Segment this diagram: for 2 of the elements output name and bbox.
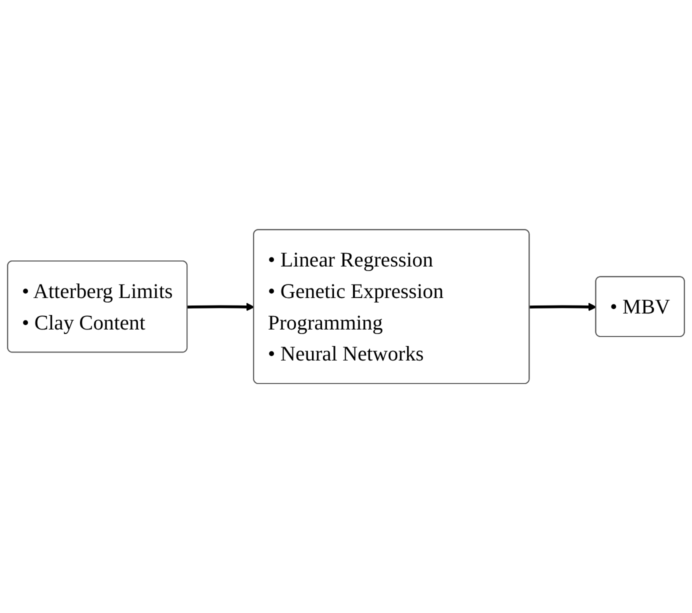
arrow xyxy=(188,302,254,312)
arrow xyxy=(530,302,597,312)
